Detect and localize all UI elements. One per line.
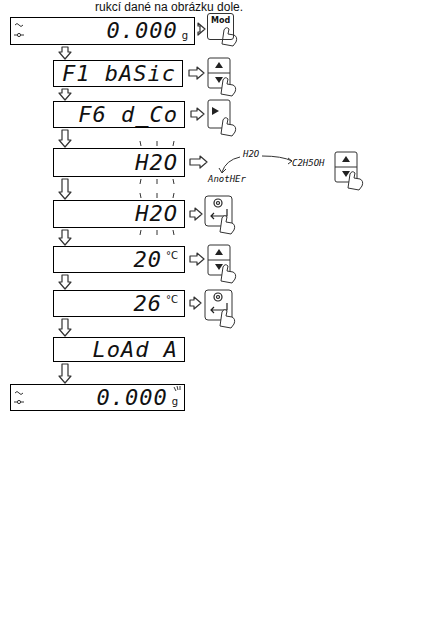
finger — [348, 172, 363, 190]
display-text: F1 bASic — [62, 63, 176, 85]
lcd-display: 0.000 g — [10, 384, 185, 411]
instruction-text: rukcí dané na obrázku dole. — [95, 0, 243, 14]
finger — [221, 118, 236, 136]
flow-arrow — [59, 364, 71, 383]
down-triangle — [215, 264, 223, 270]
choice-arc — [262, 156, 292, 161]
lcd-display: 0.000 g — [10, 17, 195, 45]
flow-arrow — [59, 230, 71, 245]
lcd-display: H2O — [53, 148, 185, 177]
hollow-arrow — [190, 297, 201, 309]
down-triangle — [215, 77, 223, 83]
hollow-arrow — [190, 253, 204, 265]
option-text: H2O — [243, 149, 259, 159]
display-text: 0.000 — [96, 387, 167, 409]
hollow-arrow — [189, 67, 204, 79]
enter-button — [205, 290, 232, 320]
flow-arrow — [59, 319, 71, 336]
lcd-display: H2O — [53, 200, 185, 228]
display-text: H2O — [135, 203, 178, 225]
button-text: Mod — [208, 14, 233, 25]
up-triangle — [215, 62, 223, 68]
finger — [220, 310, 235, 328]
enter-button — [205, 196, 232, 226]
up-triangle — [342, 156, 350, 162]
flow-arrow — [59, 275, 71, 289]
right-triangle — [212, 107, 219, 115]
display-text: LoAd A — [93, 339, 178, 361]
hollow-arrow — [190, 156, 207, 168]
option-text: C2H5OH — [292, 158, 325, 168]
lcd-display: F1 bASic — [53, 60, 183, 87]
flow-arrow — [59, 130, 71, 147]
unit-text: °C — [166, 294, 178, 305]
display-text: 26 — [134, 293, 163, 315]
option-text: AnotHEr — [208, 174, 246, 184]
finger — [221, 265, 236, 283]
finger — [220, 216, 235, 234]
finger — [221, 78, 236, 96]
finger — [222, 28, 237, 46]
down-triangle — [342, 171, 350, 177]
display-text: F6 d_Co — [78, 104, 178, 126]
unit-text: g — [182, 30, 188, 41]
lcd-display: 20°C — [53, 246, 185, 273]
flow-arrow — [198, 23, 205, 35]
unit-text: g — [172, 396, 178, 407]
flow-arrow — [59, 89, 71, 100]
lcd-display: 26°C — [53, 290, 185, 317]
display-text: 20 — [134, 249, 163, 271]
flow-arrow — [59, 179, 71, 199]
up-triangle — [215, 249, 223, 255]
lcd-display: LoAd A — [53, 337, 185, 362]
hollow-arrow — [191, 108, 204, 120]
hollow-arrow — [190, 208, 202, 220]
display-text: H2O — [135, 152, 178, 174]
lcd-display: F6 d_Co — [53, 101, 185, 128]
display-text: 0.000 — [106, 20, 177, 42]
unit-text: °C — [166, 250, 178, 261]
mode-button: Mod — [207, 13, 234, 40]
flow-arrow — [59, 47, 71, 59]
